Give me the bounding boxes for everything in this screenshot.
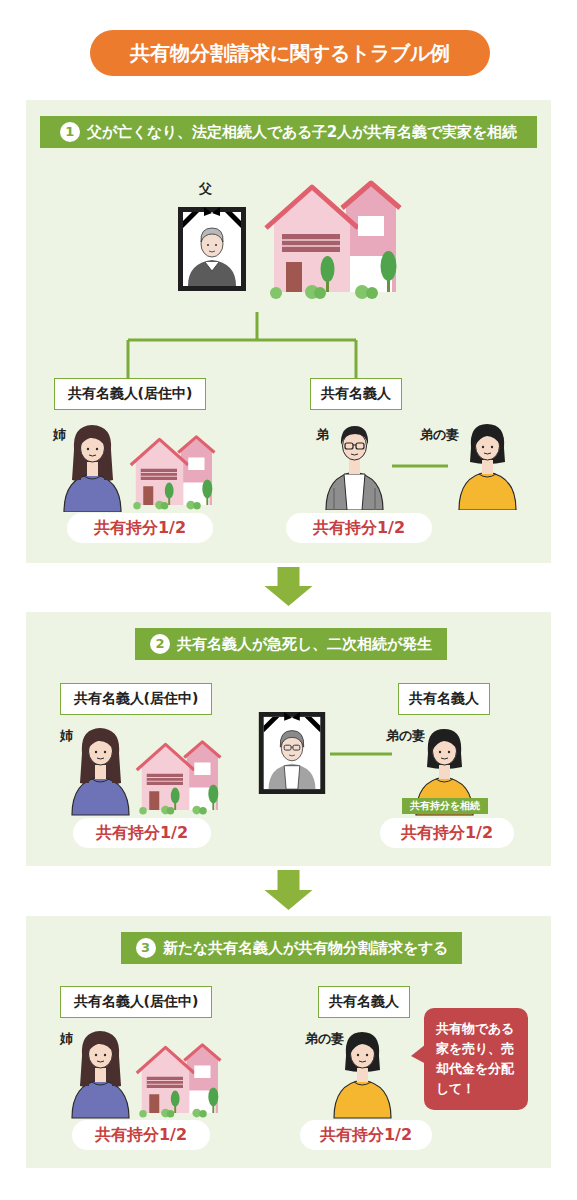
title-text: 共有物分割請求に関するトラブル例: [130, 40, 450, 67]
step-header: 3 新たな共有名義人が共有物分割請求をする: [121, 932, 462, 964]
share-pill: 共有持分1/2: [300, 1120, 432, 1150]
step-number: 3: [136, 938, 156, 958]
pill-text: 共有持分1/2: [313, 518, 405, 539]
step-number: 2: [150, 634, 170, 654]
person-name: 弟の妻: [420, 426, 459, 444]
step-panel: 3 新たな共有名義人が共有物分割請求をする共有名義人(居住中) 共有名義人共有持分1…: [26, 916, 551, 1168]
person-name: 姉: [60, 727, 73, 745]
namebox-text: 共有名義人(居住中): [74, 690, 199, 708]
person-name: 弟: [316, 426, 329, 444]
owner-label-box: 共有名義人(居住中): [60, 986, 212, 1018]
pill-text: 共有持分1/2: [96, 823, 188, 844]
person-name: 弟の妻: [386, 727, 425, 745]
step-heading: 共有名義人が急死し、二次相続が発生: [177, 635, 432, 654]
owner-label-box: 共有名義人(居住中): [60, 683, 212, 715]
bubble-text: 共有物である家を売り、売却代金を分配して！: [436, 1019, 516, 1100]
share-pill: 共有持分1/2: [73, 818, 211, 848]
namebox-text: 共有名義人: [409, 690, 479, 708]
flow-arrow: [265, 870, 313, 910]
owner-label-box: 共有名義人: [318, 986, 410, 1018]
step-heading: 父が亡くなり、法定相続人である子2人が共有名義で実家を相続: [87, 123, 517, 142]
share-pill: 共有持分1/2: [286, 513, 432, 543]
flow-arrow: [265, 567, 313, 606]
share-pill: 共有持分1/2: [72, 1120, 210, 1150]
owner-label-box: 共有名義人(居住中): [54, 378, 206, 410]
namebox-text: 共有名義人: [329, 993, 399, 1011]
share-pill: 共有持分1/2: [380, 818, 514, 848]
title-pill: 共有物分割請求に関するトラブル例: [90, 30, 490, 76]
speech-bubble: 共有物である家を売り、売却代金を分配して！: [424, 1008, 528, 1110]
namebox-text: 共有名義人(居住中): [74, 993, 199, 1011]
step-header: 2 共有名義人が急死し、二次相続が発生: [135, 628, 447, 660]
pill-text: 共有持分1/2: [401, 823, 493, 844]
step-panel: 2 共有名義人が急死し、二次相続が発生共有名義人(居住中) 共有名義人共有持分1/2…: [26, 612, 551, 866]
step-number: 1: [60, 122, 80, 142]
person-name: 父: [199, 180, 212, 198]
tag-text: 共有持分を相続: [410, 799, 480, 813]
step-heading: 新たな共有名義人が共有物分割請求をする: [163, 939, 448, 958]
person-name: 弟の妻: [305, 1030, 344, 1048]
pill-text: 共有持分1/2: [320, 1125, 412, 1146]
step-header: 1 父が亡くなり、法定相続人である子2人が共有名義で実家を相続: [40, 116, 537, 148]
person-name: 姉: [60, 1030, 73, 1048]
step-panel: 1 父が亡くなり、法定相続人である子2人が共有名義で実家を相続共有名義人(居住中)…: [26, 100, 551, 563]
person-name: 姉: [53, 426, 66, 444]
namebox-text: 共有名義人(居住中): [68, 385, 193, 403]
owner-label-box: 共有名義人: [310, 378, 402, 410]
inherit-tag: 共有持分を相続: [402, 798, 488, 814]
namebox-text: 共有名義人: [321, 385, 391, 403]
pill-text: 共有持分1/2: [94, 518, 186, 539]
share-pill: 共有持分1/2: [67, 513, 213, 543]
pill-text: 共有持分1/2: [95, 1125, 187, 1146]
owner-label-box: 共有名義人: [398, 683, 490, 715]
